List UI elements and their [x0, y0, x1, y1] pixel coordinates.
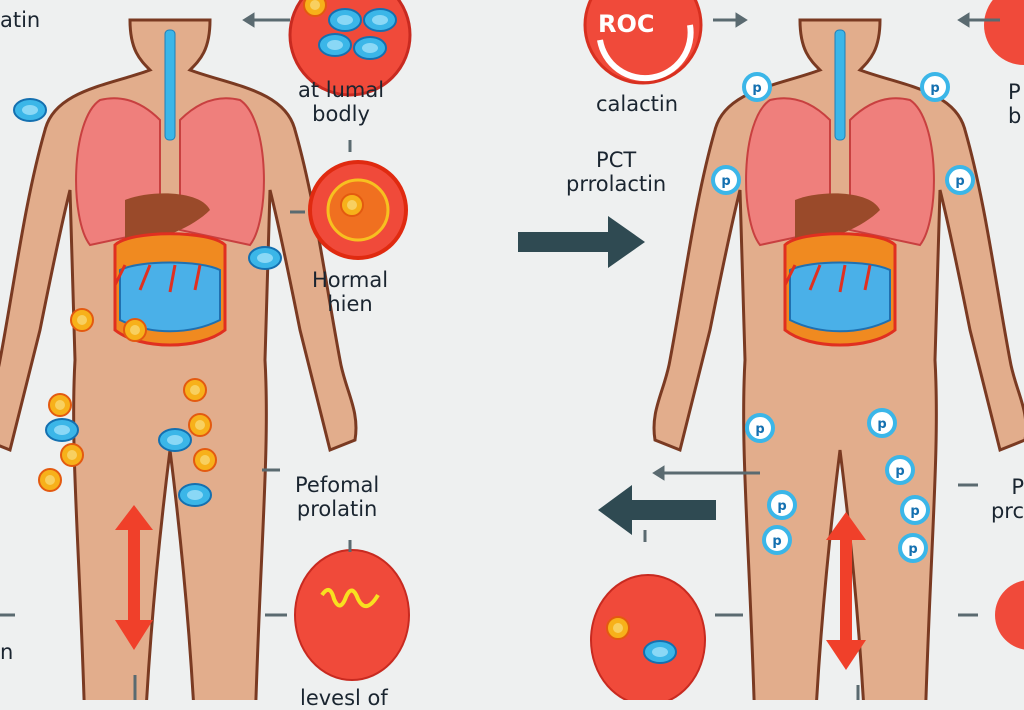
blue-cells-circle — [288, 0, 412, 97]
at-lumal-body-label: at lumal bodly — [298, 78, 384, 126]
roc-badge-text: ROC — [598, 10, 655, 38]
label-line: prolatin — [296, 497, 378, 521]
levels-of-label: levesl of — [300, 686, 388, 710]
right-human-figure — [652, 18, 1024, 700]
hormal-hien-label: Hormal hien — [312, 268, 388, 316]
red-double-arrow-left — [115, 505, 153, 650]
calactin-label: calactin — [596, 92, 679, 116]
label-line: P — [1011, 475, 1024, 499]
right-top-fragment-label: P b — [1008, 80, 1021, 128]
pct-prolactin-label: PCT prrolactin — [566, 148, 666, 196]
prolactin-circle — [294, 549, 410, 681]
label-line: PCT — [596, 148, 637, 172]
mixed-cells-circle — [590, 574, 706, 700]
flow-arrows — [0, 12, 1000, 700]
hormone-circle — [308, 160, 408, 260]
large-arrow-right — [518, 216, 645, 268]
roc-circle — [583, 0, 703, 85]
label-line: prc — [990, 499, 1024, 523]
label-line: at lumal — [298, 78, 385, 102]
pefomal-prolatin-label: Pefomal prolatin — [295, 473, 379, 521]
label-line: Hormal — [312, 268, 389, 292]
label-line: Pefomal — [295, 473, 380, 497]
right-edge-circle-bottom — [995, 580, 1024, 650]
label-line: P — [1008, 80, 1021, 104]
label-line: prrolactin — [566, 172, 667, 196]
red-double-arrow-right — [826, 512, 866, 670]
large-arrow-left — [598, 485, 716, 535]
label-line: hien — [327, 292, 373, 316]
bottom-left-fragment-label: n — [0, 640, 14, 664]
label-line: b — [1008, 104, 1022, 128]
label-line: bodly — [312, 102, 370, 126]
right-bottom-fragment-label: P prc — [984, 475, 1024, 523]
top-left-fragment-label: atin — [0, 8, 41, 32]
right-edge-circle-top — [984, 0, 1024, 65]
